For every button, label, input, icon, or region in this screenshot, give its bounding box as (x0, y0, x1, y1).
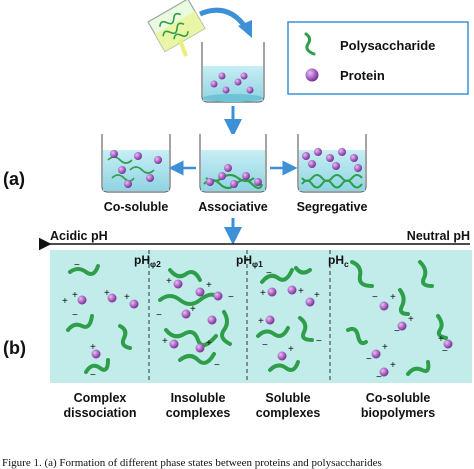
ph-marker-phi1: pHφ1 (236, 253, 263, 269)
svg-text:−: − (266, 268, 272, 279)
ph-left-label: Acidic pH (50, 229, 108, 243)
curved-arrow-icon (199, 7, 249, 30)
svg-text:+: + (298, 286, 304, 297)
beaker-associative (199, 134, 267, 193)
ph-right-label: Neutral pH (407, 229, 470, 243)
pour-stream (178, 39, 188, 57)
panel-b-label: (b) (3, 338, 26, 358)
pouring-beaker-icon (147, 0, 206, 53)
region-4-line1: Co-soluble (366, 391, 431, 405)
svg-text:−: − (442, 346, 448, 357)
svg-text:+: + (72, 290, 78, 301)
region-2-line2: complexes (166, 406, 231, 420)
beaker-segregative (297, 134, 367, 193)
protein-particle-icon (305, 68, 319, 82)
panel-b-background (50, 250, 472, 383)
svg-text:−: − (90, 370, 96, 381)
svg-text:−: − (376, 372, 382, 383)
svg-text:+: + (90, 342, 96, 353)
figure-caption: Figure 1. (a) Formation of different pha… (2, 457, 382, 469)
region-1-line2: dissociation (64, 406, 137, 420)
region-soluble-complexes-illustration: + + + + + − − − (256, 266, 322, 372)
svg-text:+: + (288, 344, 294, 355)
svg-text:−: − (72, 310, 78, 321)
svg-text:+: + (206, 280, 212, 291)
polysaccharide-chain-icon (304, 32, 316, 56)
svg-text:−: − (394, 326, 400, 337)
beaker-label-co-soluble: Co-soluble (104, 200, 169, 214)
svg-text:+: + (124, 292, 130, 303)
legend-protein-label: Protein (340, 68, 385, 83)
svg-text:−: − (74, 260, 80, 271)
region-1-line1: Complex (74, 391, 127, 405)
svg-text:+: + (162, 336, 168, 347)
beaker-icon (201, 42, 265, 103)
svg-text:+: + (104, 288, 110, 299)
legend-polysaccharide-label: Polysaccharide (340, 38, 435, 53)
svg-text:+: + (314, 290, 320, 301)
svg-text:+: + (390, 292, 396, 303)
region-complex-dissociation-illustration: + + + + + − − − (62, 260, 139, 381)
region-2-line1: Insoluble (171, 391, 226, 405)
svg-text:+: + (260, 288, 266, 299)
svg-text:−: − (316, 336, 322, 347)
svg-text:−: − (228, 292, 234, 303)
beaker-co-soluble (101, 134, 171, 193)
svg-text:+: + (258, 316, 264, 327)
svg-text:−: − (156, 310, 162, 321)
beaker-label-associative: Associative (198, 200, 268, 214)
top-beaker-proteins (210, 72, 254, 94)
svg-text:+: + (206, 338, 212, 349)
beaker-label-segregative: Segregative (297, 200, 368, 214)
svg-text:+: + (190, 304, 196, 315)
region-co-soluble-biopolymers-illustration: + + + + + − − − − − (346, 260, 453, 383)
svg-text:−: − (214, 360, 220, 371)
ph-marker-phi2: pHφ2 (134, 253, 161, 269)
region-3-line1: Soluble (265, 391, 310, 405)
svg-text:−: − (262, 340, 268, 351)
region-3-line2: complexes (256, 406, 321, 420)
region-4-line2: biopolymers (361, 406, 435, 420)
svg-text:+: + (166, 276, 172, 287)
panel-a-label: (a) (3, 169, 25, 189)
curved-arrow-head (238, 20, 252, 38)
svg-text:+: + (408, 314, 414, 325)
svg-text:+: + (62, 296, 68, 307)
svg-text:+: + (382, 342, 388, 353)
svg-text:−: − (372, 292, 378, 303)
legend-box (287, 21, 469, 95)
svg-text:+: + (438, 334, 444, 345)
ph-marker-c: pHc (328, 253, 349, 269)
svg-text:−: − (366, 354, 372, 365)
svg-text:+: + (390, 360, 396, 371)
region-insoluble-complexes-illustration: + + + + + − − − (156, 268, 234, 371)
